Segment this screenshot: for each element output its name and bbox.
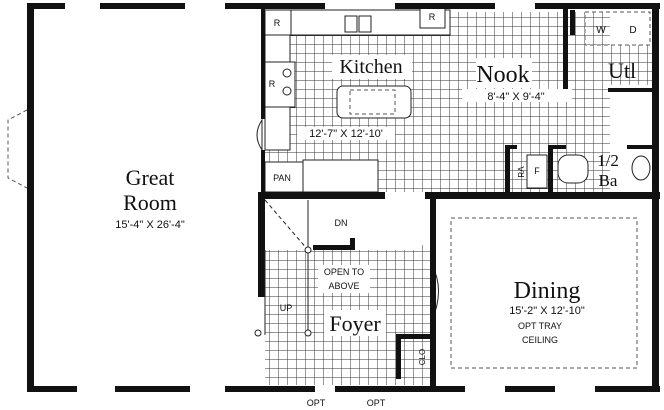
half-bath-label: Ba (599, 171, 618, 190)
dining-label: Dining (514, 278, 581, 304)
sink (344, 15, 358, 33)
dining-note: CEILING (522, 335, 558, 345)
nook-label: Nook (476, 62, 529, 88)
kitchen-label: Kitchen (339, 56, 402, 78)
foyer-label: Foyer (329, 311, 381, 336)
kitchen-island (336, 85, 412, 119)
refrigerator-label: R (274, 18, 281, 28)
stairs-down-label: DN (335, 218, 348, 228)
open-to-above-label: OPEN TO (324, 267, 364, 277)
closet-label: CLO (418, 349, 427, 365)
option-label: OPT (367, 398, 386, 408)
burner-icon (282, 86, 292, 96)
stairs-area (265, 200, 415, 250)
great-room-label: Room (123, 190, 177, 215)
stairs-up-label: UP (280, 303, 293, 313)
furnace-label: F (534, 166, 540, 176)
walls (27, 3, 660, 392)
return-air-label: RA (517, 166, 526, 178)
kitchen-size: 12'-7" X 12'-10' (309, 128, 383, 140)
sink (631, 155, 651, 181)
newel-post (254, 329, 262, 337)
dining-size: 15'-2" X 12'-10" (509, 305, 585, 317)
option-label: OPT (307, 398, 326, 408)
toilet (557, 154, 589, 184)
utility-label: Utl (608, 58, 636, 83)
newel-post (304, 329, 312, 337)
bay-window-kitchen (256, 118, 263, 152)
island-outline (349, 89, 396, 115)
refrigerator-label: R (429, 12, 436, 22)
dining-note: OPT TRAY (518, 321, 562, 331)
pantry-label: PAN (273, 173, 291, 183)
dryer-label: D (629, 25, 636, 36)
bay-window (7, 109, 28, 189)
great-room-label: Great (126, 165, 175, 190)
utility-floor (568, 45, 653, 85)
washer-label: W (596, 25, 606, 36)
stairs (264, 199, 309, 335)
burner-icon (282, 68, 292, 78)
tray-ceiling-outline (450, 217, 638, 369)
counter-lower (302, 159, 379, 193)
sink (358, 15, 372, 33)
nook-size: 8'-4" X 9'-4" (487, 91, 544, 103)
great-room-size: 15'-4" X 26'-4" (115, 219, 185, 231)
refrigerator-label: R (269, 79, 276, 89)
newel-post (304, 246, 312, 254)
furnace (526, 154, 548, 189)
open-to-above-label: ABOVE (328, 281, 359, 291)
half-bath-label: 1/2 (597, 151, 619, 170)
refrigerator (264, 9, 292, 36)
